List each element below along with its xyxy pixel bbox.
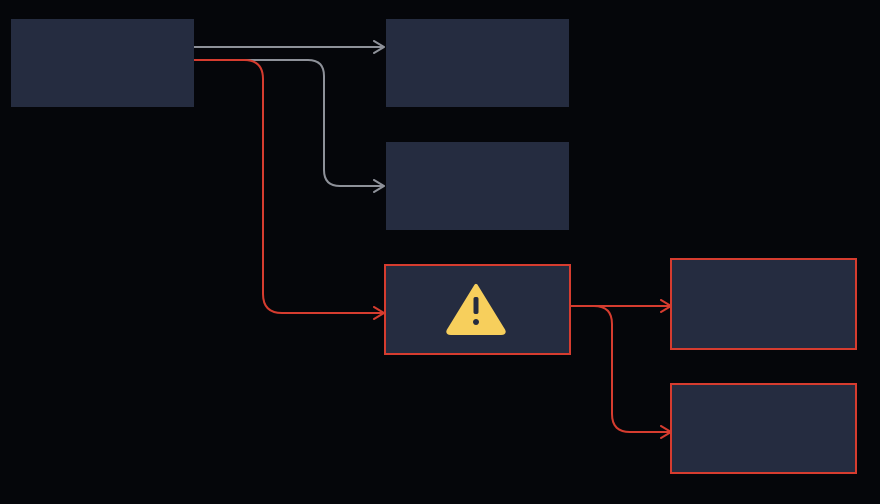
node-source[interactable] (11, 19, 194, 107)
edge-source-to-target-b (194, 59, 385, 193)
node-target-b[interactable] (386, 142, 569, 230)
node-target-c[interactable] (384, 264, 571, 355)
edge-target-c-to-target-e (571, 305, 672, 439)
edge-source-to-target-c (194, 59, 385, 320)
edges (194, 40, 672, 439)
node-target-d[interactable] (670, 258, 857, 350)
node-target-e[interactable] (670, 383, 857, 474)
node-target-a[interactable] (386, 19, 569, 107)
nodes (11, 19, 857, 474)
warning-triangle-icon (446, 284, 506, 335)
